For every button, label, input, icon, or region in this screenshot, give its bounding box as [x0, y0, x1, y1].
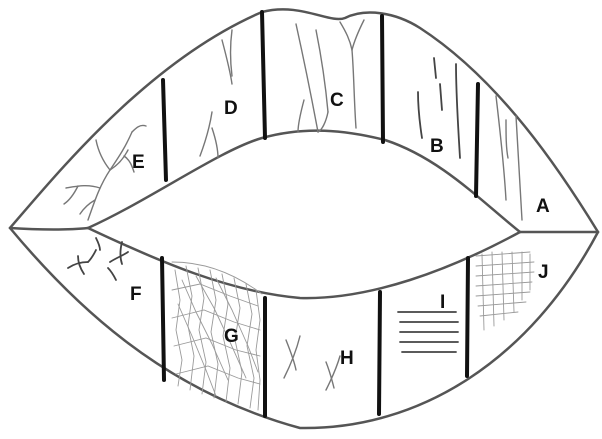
region-label-h: H [340, 348, 354, 369]
upper-lip-outline [10, 9, 598, 232]
divider-lower-1 [162, 258, 164, 380]
lower-lip-outline [10, 228, 598, 428]
divider-upper-3 [382, 16, 383, 142]
region-label-g: G [224, 326, 239, 347]
divider-upper-1 [163, 80, 166, 180]
region-label-a: A [536, 196, 550, 217]
region-label-e: E [132, 152, 145, 173]
region-h-texture [284, 336, 340, 390]
region-d-texture [200, 30, 232, 158]
region-label-c: C [330, 90, 344, 111]
divider-upper-2 [262, 12, 265, 138]
region-label-i: I [440, 292, 445, 313]
region-i-texture [398, 312, 458, 352]
region-f-texture [68, 238, 128, 280]
region-label-b: B [430, 136, 444, 157]
divider-lower-4 [467, 258, 468, 376]
divider-upper-4 [476, 84, 478, 196]
region-label-j: J [538, 262, 549, 283]
region-c-texture [296, 20, 364, 132]
lower-lip-inner-line [88, 228, 520, 298]
region-label-f: F [130, 284, 142, 305]
lip-commissure-line [10, 228, 598, 232]
region-label-d: D [224, 98, 238, 119]
region-a-texture [496, 96, 522, 220]
region-g-texture [172, 262, 262, 410]
divider-lower-3 [379, 292, 380, 414]
region-j-texture [476, 252, 534, 330]
upper-lip-inner-line [88, 131, 520, 232]
